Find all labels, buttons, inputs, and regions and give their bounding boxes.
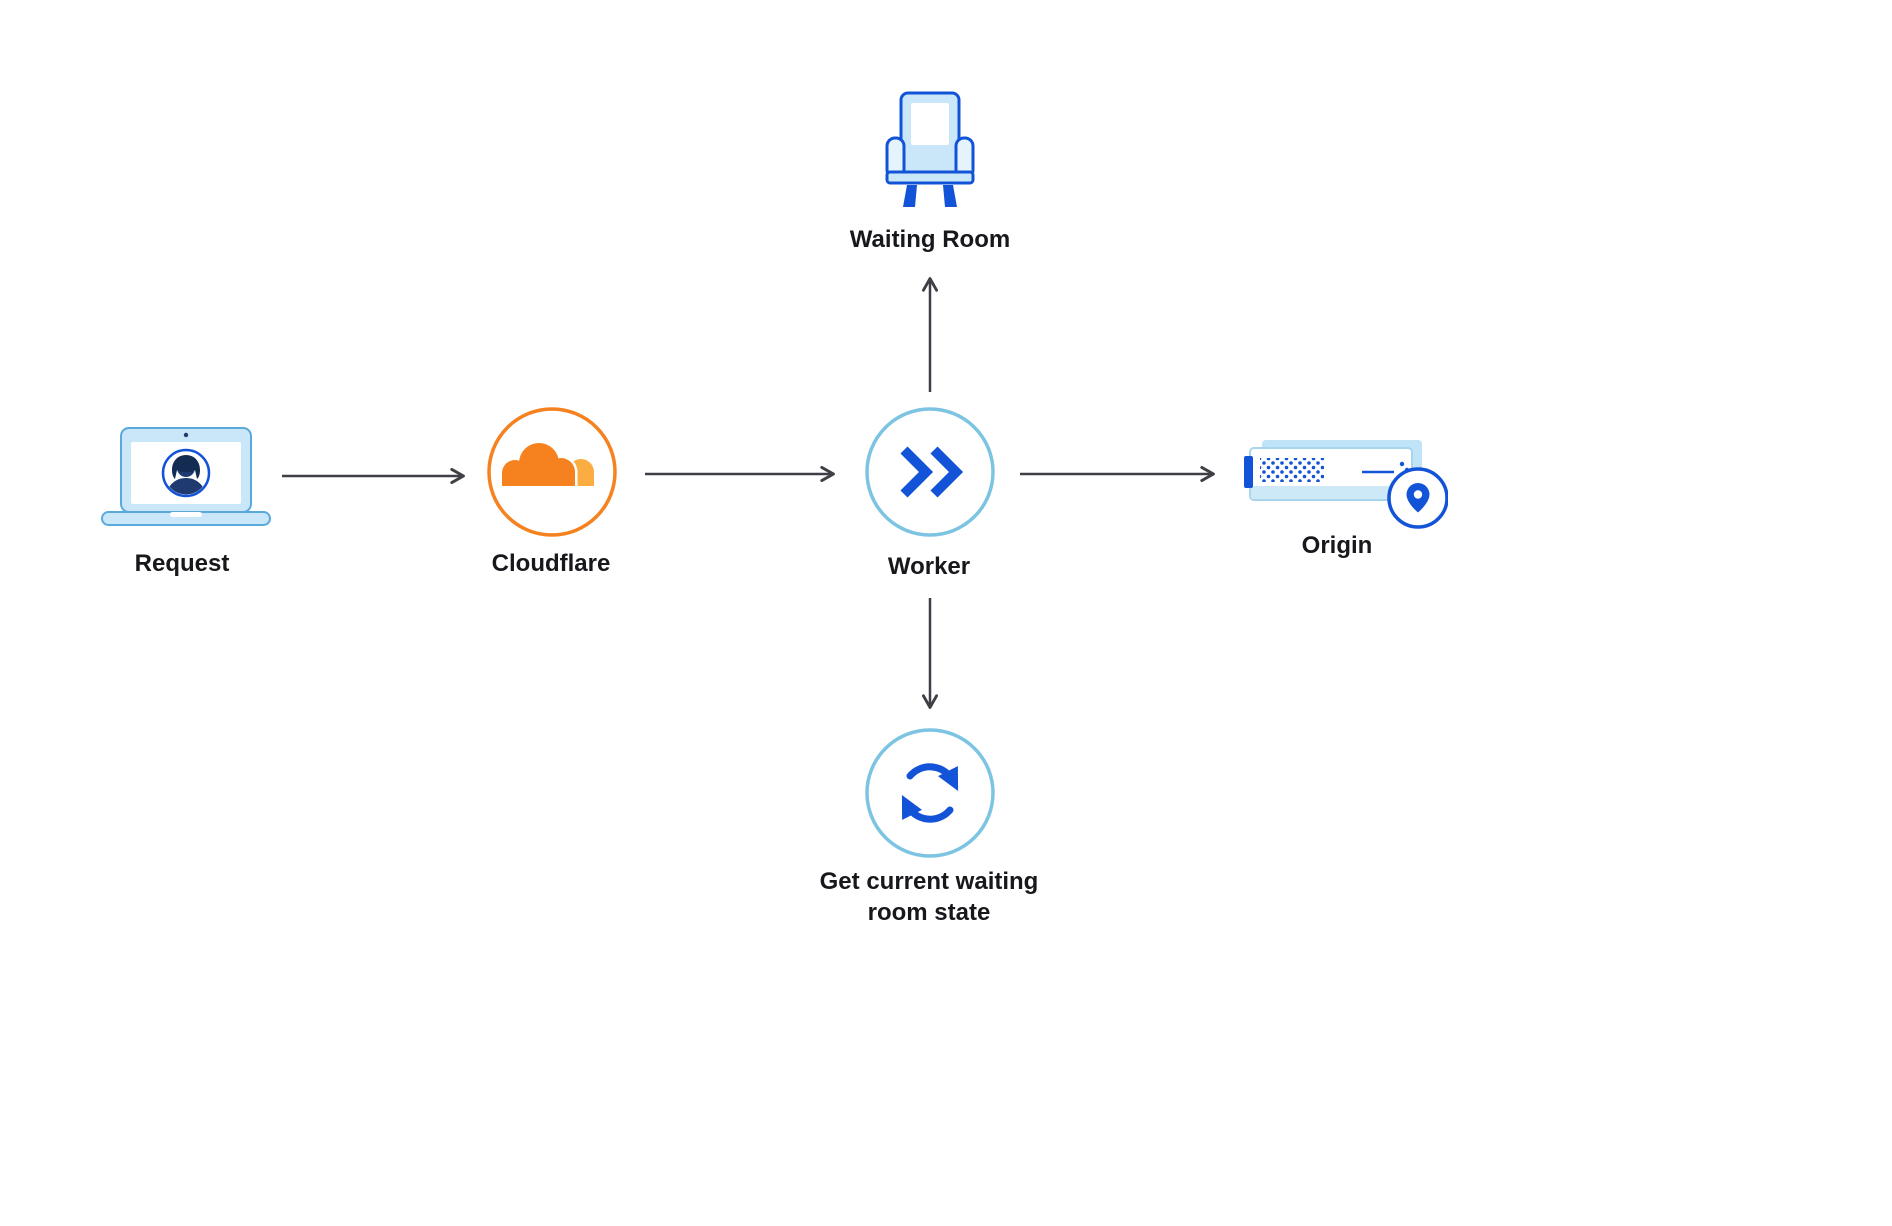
laptop-user-icon: [101, 427, 271, 526]
origin-label: Origin: [1301, 532, 1373, 559]
sync-arrows-icon: [865, 728, 995, 858]
armchair-icon: [885, 91, 975, 207]
server-location-pin-icon: [1244, 440, 1448, 529]
request-label: Request: [134, 550, 230, 577]
sync-ring: [865, 728, 995, 858]
cloudflare-logo-icon: [487, 407, 617, 537]
sync-arc-top: [906, 763, 959, 791]
waiting-state-label: Get current waiting room state: [819, 868, 1039, 927]
worker-chevrons-icon: [865, 407, 995, 537]
worker-chevron-left: [900, 446, 934, 498]
cloudflare-label: Cloudflare: [491, 550, 611, 577]
avatar: [166, 455, 206, 495]
waiting-room-label: Waiting Room: [849, 226, 1011, 253]
chair-leg-right: [943, 185, 957, 207]
chair-leg-left: [903, 185, 917, 207]
server-led-dot-1: [1399, 461, 1405, 467]
laptop-camera-dot: [183, 432, 189, 438]
location-pin-badge: [1387, 467, 1448, 529]
server-dot-matrix: [1260, 458, 1324, 482]
worker-chevron-right: [930, 446, 964, 498]
sync-arc-bottom: [901, 795, 954, 823]
cloudflare-cloud: [499, 440, 594, 489]
worker-label: Worker: [887, 553, 971, 580]
